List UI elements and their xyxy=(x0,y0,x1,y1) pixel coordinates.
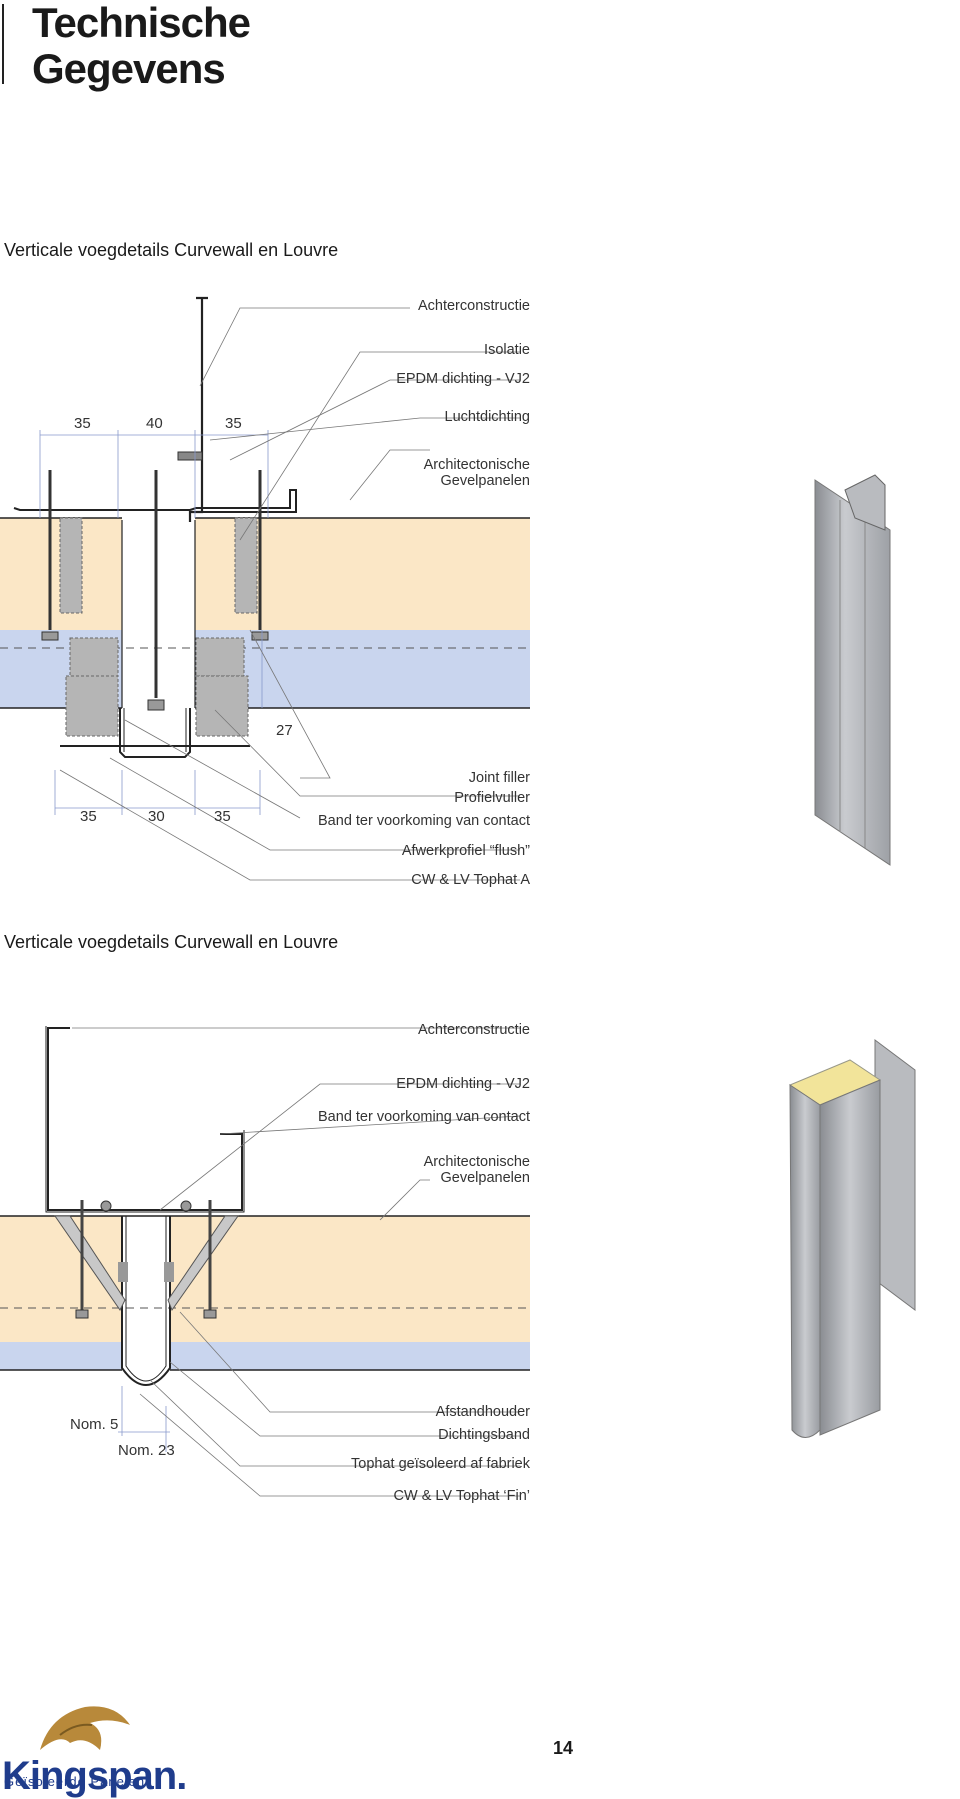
dim-27: 27 xyxy=(276,722,293,739)
dim-bottom-2: 30 xyxy=(148,808,165,825)
backing-structure xyxy=(188,296,208,522)
dim-nom23: Nom. 23 xyxy=(118,1442,175,1459)
panel2-liner-right xyxy=(170,1342,530,1370)
panel2-liner-left xyxy=(0,1342,122,1370)
label-epdm-1: EPDM dichting - VJ2 xyxy=(396,371,530,387)
flush-profile xyxy=(119,708,191,758)
tophat-fin-product-image xyxy=(788,1039,916,1438)
filler-right-top xyxy=(234,517,258,614)
label-achterconstructie-1: Achterconstructie xyxy=(417,298,530,314)
label-band-2: Band ter voorkoming van contact xyxy=(318,1109,530,1125)
kingspan-subtitle: Geïsoleerde Panelen xyxy=(4,1774,146,1789)
label-tophat-geisoleerd: Tophat geïsoleerd af fabriek xyxy=(351,1456,530,1472)
label-profielvuller: Profielvuller xyxy=(454,790,530,806)
page-title: Technische Gegevens xyxy=(32,0,251,92)
filler-left-low xyxy=(65,675,119,737)
title-rule xyxy=(2,4,4,84)
label-achterconstructie-2: Achterconstructie xyxy=(417,1022,530,1038)
dim-top-2: 40 xyxy=(146,415,163,432)
filler-left-mid xyxy=(69,637,119,677)
panel-liner-right xyxy=(195,630,530,708)
section-heading-1: Verticale voegdetails Curvewall en Louvr… xyxy=(4,240,339,260)
label-luchtdichting: Luchtdichting xyxy=(444,409,530,425)
label-panel-2-line2: Gevelpanelen xyxy=(440,1170,531,1186)
screw-center xyxy=(147,470,165,711)
fin-profile xyxy=(121,1216,171,1386)
backing-channel xyxy=(47,1027,243,1211)
label-dichtingsband: Dichtingsband xyxy=(438,1427,530,1443)
dim-top-3: 35 xyxy=(225,415,242,432)
joint-detail-drawing-2 xyxy=(0,1026,530,1497)
kingspan-wordmark: Kingspan. xyxy=(2,1754,187,1798)
screw-right xyxy=(251,470,269,641)
label-panel-2: Architectonische Gevelpanelen xyxy=(424,1154,530,1186)
joint-detail-drawing-1 xyxy=(0,296,530,881)
filler-right-low xyxy=(195,675,249,737)
label-afwerkprofiel: Afwerkprofiel “flush” xyxy=(401,843,530,859)
dim-bottom-3: 35 xyxy=(214,808,231,825)
filler-left-top xyxy=(59,517,83,614)
label-tophat-fin: CW & LV Tophat ‘Fin’ xyxy=(393,1488,530,1504)
dim-top-1: 35 xyxy=(74,415,91,432)
label-epdm-2: EPDM dichting - VJ2 xyxy=(396,1076,530,1092)
label-isolatie: Isolatie xyxy=(484,342,530,358)
section-heading-2: Verticale voegdetails Curvewall en Louvr… xyxy=(4,932,339,952)
label-joint-filler: Joint filler xyxy=(468,770,530,786)
dim-bottom-1: 35 xyxy=(80,808,97,825)
label-panel-1-line1: Architectonische xyxy=(423,457,530,473)
screw-left xyxy=(41,470,59,641)
kingspan-lion-logo xyxy=(40,1706,130,1750)
label-panel-2-line1: Architectonische xyxy=(423,1154,530,1170)
page-number: 14 xyxy=(553,1738,574,1758)
filler-right-mid xyxy=(195,637,245,677)
label-afstandhouder: Afstandhouder xyxy=(435,1404,530,1420)
label-panel-1-line2: Gevelpanelen xyxy=(440,473,531,489)
tophat-a-product-image xyxy=(814,474,891,866)
dim-nom5: Nom. 5 xyxy=(70,1416,119,1433)
panel2-insulation-right xyxy=(170,1216,530,1342)
title-line-2: Gegevens xyxy=(32,45,226,92)
title-line-1: Technische xyxy=(32,0,251,46)
label-tophat-a: CW & LV Tophat A xyxy=(411,872,530,888)
label-panel-1: Architectonische Gevelpanelen xyxy=(424,457,530,489)
label-band-1: Band ter voorkoming van contact xyxy=(318,813,530,829)
tophat-profile xyxy=(13,489,297,513)
